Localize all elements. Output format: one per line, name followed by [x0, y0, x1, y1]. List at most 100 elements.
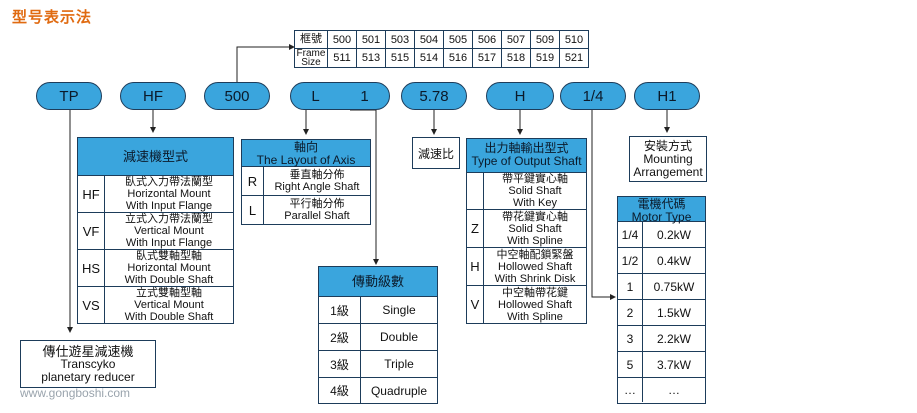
motor-code: 5	[618, 352, 643, 377]
line-500	[236, 44, 295, 82]
output-desc-en2: With Shrink Disk	[494, 272, 576, 285]
output-desc-en2: With Spline	[507, 234, 563, 247]
size-cell: 516	[443, 48, 473, 68]
motor-code: …	[618, 378, 643, 402]
axis-title-zh: 軸向	[293, 140, 318, 154]
reducer-desc-zh: 立式雙軸型軸	[136, 287, 202, 299]
output-desc-en1: Hollowed Shaft	[498, 298, 572, 311]
frame-header-label: 框號	[294, 30, 328, 49]
frame-cell: 506	[472, 30, 502, 49]
stage-code: 3級	[319, 351, 361, 377]
motor-row: 2 1.5kW	[618, 300, 705, 326]
motor-power: 3.7kW	[656, 357, 691, 372]
reducer-code: VS	[78, 287, 105, 323]
code-tp: TP	[36, 82, 102, 110]
axis-code: R	[242, 167, 264, 195]
code-stage: 1	[360, 87, 369, 105]
brand-en1: Transcyko	[60, 356, 116, 371]
stage-label: Single	[382, 303, 416, 317]
motor-row: 1 0.75kW	[618, 274, 705, 300]
mounting-zh: 安裝方式	[643, 138, 692, 153]
axis-desc-en: Parallel Shaft	[284, 210, 350, 222]
motor-row: 5 3.7kW	[618, 352, 705, 378]
output-desc-zh: 中空軸配鎖緊盤	[496, 248, 574, 261]
motor-row: … …	[618, 378, 705, 402]
motor-row: 1/4 0.2kW	[618, 222, 705, 248]
brand-zh: 傳仕遊星減速機	[42, 343, 134, 359]
stage-row: 2級 Double	[319, 324, 437, 351]
reducer-desc-en2: With Double Shaft	[124, 311, 214, 323]
motor-row: 3 2.2kW	[618, 326, 705, 352]
axis-code: L	[242, 196, 264, 224]
size-cell: 518	[501, 48, 531, 68]
output-title-zh: 出力軸輸出型式	[484, 141, 569, 155]
size-label-line2: Size	[301, 57, 321, 68]
mounting-en2: Arrangement	[633, 164, 703, 179]
stage-label: Triple	[384, 357, 414, 371]
stage-code: 4級	[319, 378, 361, 403]
size-cell: 517	[472, 48, 502, 68]
output-desc-en1: Hollowed Shaft	[498, 260, 572, 273]
reducer-desc-en2: With Input Flange	[125, 237, 213, 249]
motor-power: …	[668, 383, 680, 397]
line-1	[350, 109, 379, 265]
brand-box: 傳仕遊星減速機 Transcyko planetary reducer	[20, 340, 156, 388]
output-code: V	[467, 286, 484, 323]
size-cell: 514	[414, 48, 444, 68]
mounting-box: 安裝方式 Mounting Arrangement	[629, 136, 707, 182]
stage-row: 1級 Single	[319, 297, 437, 324]
axis-desc-zh: 平行軸分佈	[289, 198, 345, 210]
brand-en2: planetary reducer	[41, 369, 135, 384]
watermark: www.gongboshi.com	[20, 386, 131, 400]
motor-code: 3	[618, 326, 643, 351]
stage-label: Double	[379, 330, 419, 344]
code-ratio: 5.78	[401, 82, 467, 110]
ratio-box: 減速比	[412, 137, 460, 169]
motor-code: 1	[618, 274, 643, 299]
output-desc-en2: With Spline	[507, 310, 563, 323]
output-code: Z	[467, 210, 484, 247]
motor-power: 2.2kW	[656, 331, 691, 346]
page-title: 型号表示法	[12, 9, 93, 26]
reducer-desc-en1: Vertical Mount	[134, 225, 204, 237]
code-output: H	[486, 82, 554, 110]
frame-row: 框號 500 501 503 504 505 506 507 509 510	[294, 30, 589, 49]
reducer-code: HF	[78, 176, 105, 212]
axis-title-en: The Layout of Axis	[256, 153, 356, 167]
motor-row: 1/2 0.4kW	[618, 248, 705, 274]
reducer-desc-en1: Horizontal Mount	[127, 188, 211, 200]
code-axis-stage: L 1	[290, 82, 390, 110]
transmission-stages-box: 傳動級數 1級 Single 2級 Double 3級 Triple 4級 Qu…	[318, 266, 438, 404]
frame-cell: 505	[443, 30, 473, 49]
stage-code: 2級	[319, 324, 361, 350]
frame-cell: 507	[501, 30, 531, 49]
output-desc-zh: 帶平鍵實心軸	[502, 173, 568, 185]
frame-cell: 503	[385, 30, 415, 49]
output-desc-zh: 帶花鍵實心軸	[502, 210, 568, 223]
reducer-code: HS	[78, 250, 105, 286]
size-cell: 521	[559, 48, 589, 68]
size-label-line1: Frame	[296, 48, 326, 59]
motor-code: 1/2	[618, 248, 643, 273]
frame-cell: 510	[559, 30, 589, 49]
output-code	[467, 173, 484, 209]
